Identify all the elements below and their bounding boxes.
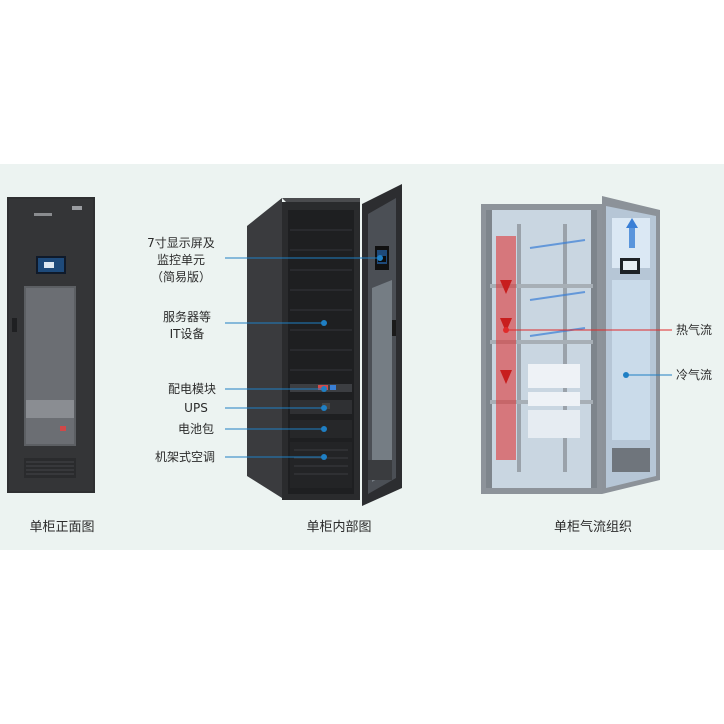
caption-interior-view: 单柜内部图 (306, 516, 371, 535)
label-servers: 服务器等 IT设备 (150, 309, 224, 343)
label-servers-line2: IT设备 (150, 326, 224, 343)
label-battery: 电池包 (168, 421, 224, 438)
label-display-line3: （简易版） (140, 269, 222, 286)
label-display-line2: 监控单元 (140, 252, 222, 269)
caption-front-view: 单柜正面图 (29, 516, 94, 535)
label-hot-air: 热气流 (676, 322, 712, 339)
front-cabinet (7, 197, 95, 493)
label-cold-air: 冷气流 (676, 367, 712, 384)
label-rack-ac: 机架式空调 (146, 449, 224, 466)
caption-airflow-view: 单柜气流组织 (554, 516, 632, 535)
label-display-unit: 7寸显示屏及 监控单元 （简易版） (140, 235, 222, 286)
airflow-cabinet (481, 196, 660, 494)
label-servers-line1: 服务器等 (150, 309, 224, 326)
label-pdu: 配电模块 (160, 381, 224, 398)
label-display-line1: 7寸显示屏及 (140, 235, 222, 252)
label-ups: UPS (168, 400, 224, 417)
